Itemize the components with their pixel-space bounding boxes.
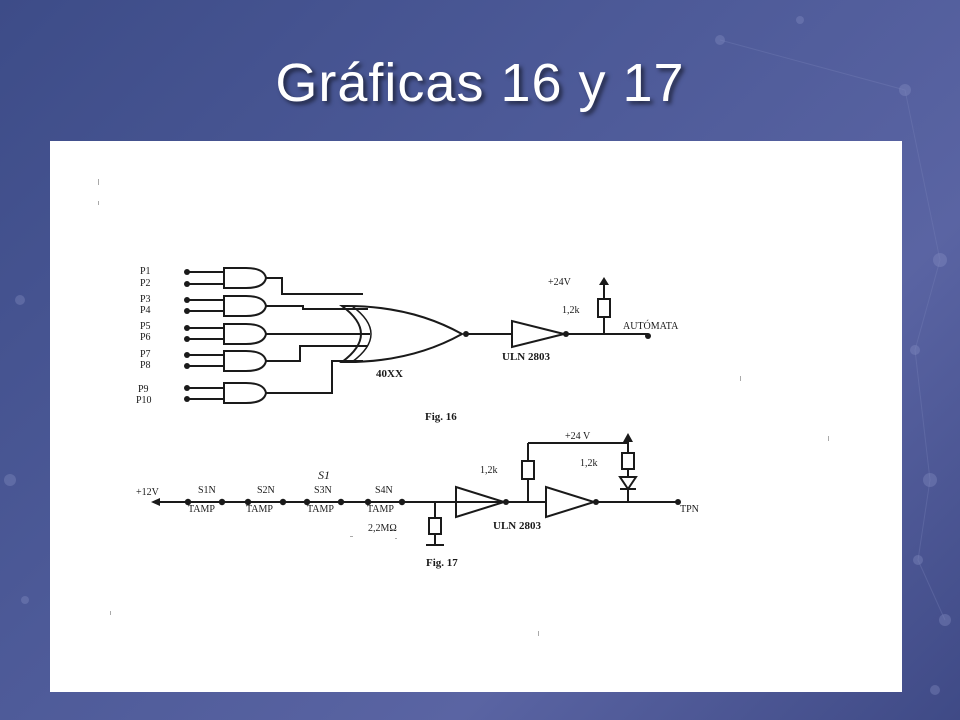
fig16-caption: Fig. 16: [425, 411, 457, 423]
fig17-driver-label: ULN 2803: [493, 520, 541, 532]
fig17-diagram: +12V S1N TAMP S2N TAMP S3N TAMP S4N TAMP…: [136, 431, 699, 569]
fig16-output-label: AUTÓMATA: [623, 320, 679, 332]
fig16-input-label: P5: [140, 321, 151, 332]
fig17-resistor2-label: 1,2k: [580, 458, 598, 469]
fig17-handwritten-note: S1: [318, 468, 330, 482]
fig16-supply-arrow: [599, 277, 609, 285]
fig16-input-label: P9: [138, 384, 149, 395]
fig16-or-gate: [339, 304, 465, 364]
fig16-input-label: P4: [140, 305, 151, 316]
fig17-switch-type: TAMP: [188, 504, 215, 515]
fig17-output-label: TPN: [680, 504, 699, 515]
fig17-pulldown-label: 2,2MΩ: [368, 523, 397, 534]
fig17-switch-name: S1N: [198, 485, 216, 496]
fig17-caption: Fig. 17: [426, 557, 458, 569]
fig17-driver-buffer-1: [455, 485, 508, 519]
fig16-input-label: P8: [140, 360, 151, 371]
fig16-gate-to-or-wires: [266, 277, 370, 394]
scan-noise: [98, 179, 829, 636]
fig16-driver-buffer: [511, 319, 565, 349]
fig17-supply-arrow-top: [623, 433, 633, 442]
fig17-diode: [618, 476, 638, 491]
fig16-output-terminal: [645, 333, 651, 339]
schematic-figures: P1 P2 P3 P4 P5 P6 P7 P8 P9 P10: [98, 179, 829, 636]
fig16-diagram: P1 P2 P3 P4 P5 P6 P7 P8 P9 P10: [136, 266, 679, 423]
fig17-switch-type: TAMP: [307, 504, 334, 515]
fig17-supply-label: +24 V: [565, 431, 591, 442]
scanned-schematic-panel: P1 P2 P3 P4 P5 P6 P7 P8 P9 P10: [50, 141, 902, 692]
fig17-resistor-2: [621, 452, 635, 470]
fig17-switch-name: S3N: [314, 485, 332, 496]
fig17-switch-type: TAMP: [246, 504, 273, 515]
fig17-switches: [184, 498, 406, 506]
fig17-output-terminal: [675, 499, 681, 505]
fig17-resistor1-label: 1,2k: [480, 465, 498, 476]
slide-title: Gráficas 16 y 17: [275, 53, 685, 113]
fig16-supply-label: +24V: [548, 277, 572, 288]
fig16-input-label: P7: [140, 349, 151, 360]
fig17-switch-name: S2N: [257, 485, 275, 496]
fig16-and-gates: [223, 267, 268, 404]
fig16-input-label: P1: [140, 266, 151, 277]
fig16-input-label: P2: [140, 278, 151, 289]
fig16-input-label: P6: [140, 332, 151, 343]
fig16-input-label: P3: [140, 294, 151, 305]
fig16-resistor-label: 1,2k: [562, 305, 580, 316]
fig16-or-gate-label: 40XX: [376, 368, 403, 380]
fig17-supply-left-label: +12V: [136, 487, 160, 498]
fig16-driver-label: ULN 2803: [502, 351, 550, 363]
fig16-resistor: [597, 298, 611, 318]
fig17-switch-type: TAMP: [367, 504, 394, 515]
fig16-input-label: P10: [136, 395, 152, 406]
fig17-driver-buffer-2: [545, 485, 598, 519]
fig17-switch-name: S4N: [375, 485, 393, 496]
fig16-or-gate-inner-arc: [351, 305, 372, 363]
fig17-resistor-1: [521, 460, 535, 480]
fig17-pulldown-resistor: [428, 517, 442, 535]
fig16-input-wires: [184, 269, 224, 402]
